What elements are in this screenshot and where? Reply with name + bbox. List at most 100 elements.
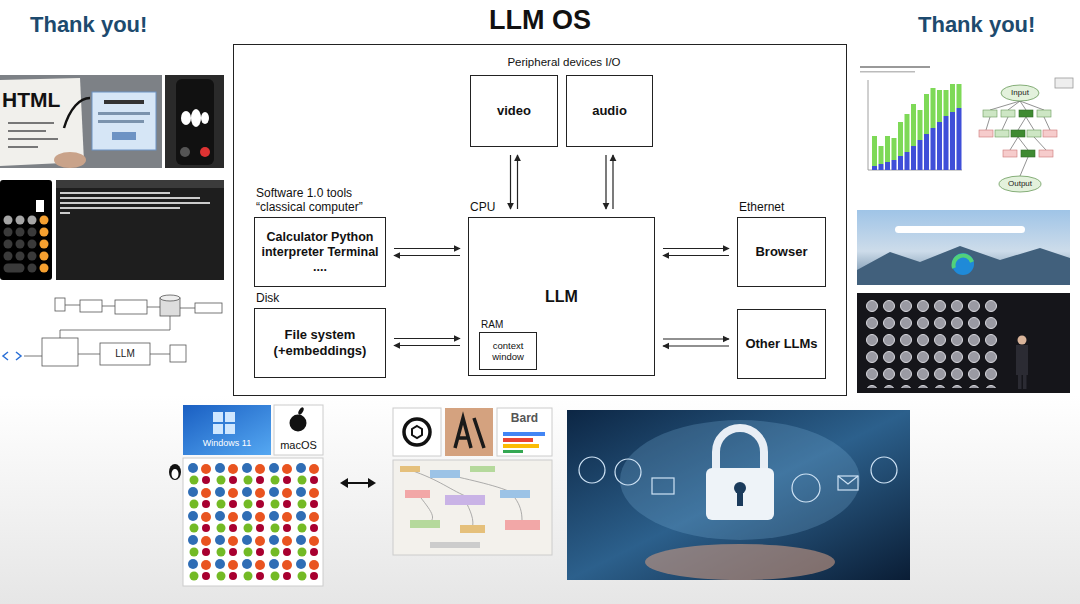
windows-logo-tile (225, 412, 235, 422)
benchmark-chart (950, 84, 955, 112)
edge-browser-screenshot (954, 256, 972, 268)
benchmark-chart (931, 128, 936, 170)
box-heading: Disk (256, 292, 386, 306)
box-heading: Software 1.0 tools “classical computer” (256, 187, 386, 215)
box-heading: RAM (481, 319, 537, 331)
llm-ecosystem-map (405, 490, 430, 498)
sketch-text: HTML (2, 88, 60, 112)
voice-app-photo (200, 147, 210, 157)
terminal-screenshot (56, 180, 224, 280)
windows-logo-tile (183, 405, 271, 455)
rag-diagram (100, 343, 150, 365)
benchmark-chart (892, 160, 897, 170)
calculator-photo (16, 240, 25, 249)
box-label: File system (+embeddings) (261, 327, 379, 358)
benchmark-chart (857, 62, 965, 178)
arrow-line (394, 248, 460, 249)
diagram-title: LLM OS (390, 5, 690, 36)
box-label: Other LLMs (745, 336, 817, 352)
benchmark-chart (860, 71, 915, 73)
benchmark-chart (924, 134, 929, 170)
memory-box: RAMcontext window (479, 332, 537, 370)
llm-ecosystem-map (393, 460, 552, 555)
edge-browser-screenshot (857, 210, 1070, 285)
macos-logo-tile (297, 407, 304, 416)
calculator-photo (40, 228, 49, 237)
security-photo (871, 457, 897, 483)
double-arrow-symbol (340, 478, 348, 488)
benchmark-chart (879, 164, 884, 170)
security-photo (737, 490, 743, 506)
terminal-screenshot (60, 207, 180, 209)
calculator-photo (4, 252, 13, 261)
calculator-photo (16, 228, 25, 237)
tree-of-thought-figure (1001, 110, 1015, 117)
gpt-store-photo (857, 293, 1070, 393)
linux-distro-grid (186, 461, 320, 583)
device-box: video (470, 75, 558, 147)
rag-diagram (195, 303, 222, 313)
calculator-photo (0, 180, 52, 280)
tree-of-thought-figure (979, 78, 1073, 192)
arrow-line (663, 345, 729, 346)
tree-of-thought-figure (1027, 130, 1041, 137)
rag-diagram (3, 352, 21, 360)
llm-ecosystem-map (400, 466, 420, 472)
calculator-photo (40, 240, 49, 249)
tree-of-thought-figure (1021, 150, 1035, 157)
macos-logo-tile (274, 405, 323, 455)
benchmark-chart (937, 122, 942, 170)
arrow-line (663, 255, 729, 256)
gpt-store-photo (864, 298, 1000, 388)
security-photo (838, 476, 858, 490)
benchmark-chart (957, 108, 962, 170)
logo-text: Windows 11 (183, 438, 271, 448)
box-label: audio (592, 103, 627, 119)
llm-ecosystem-map (430, 470, 460, 478)
llm-ecosystem-map (445, 495, 485, 505)
double-arrow (394, 339, 460, 346)
arrow-line (517, 155, 518, 209)
double-arrow-symbol (368, 478, 376, 488)
terminal-screenshot (60, 192, 170, 194)
linux-distro-grid (183, 458, 323, 586)
calculator-photo (4, 264, 25, 273)
bard-logo-tile (497, 408, 552, 456)
security-photo (620, 420, 860, 540)
logo-text: Bard (497, 412, 552, 426)
box-label: video (497, 103, 531, 119)
picture-text: Output (999, 179, 1041, 188)
tree-of-thought-figure (999, 176, 1041, 192)
double-arrow-symbol (346, 482, 370, 484)
windows-logo-tile (225, 424, 235, 434)
tree-of-thought-figure (1043, 130, 1057, 137)
benchmark-chart (950, 112, 955, 170)
html-sketch-photo (8, 138, 58, 140)
double-arrow (606, 155, 613, 209)
windows-logo-tile (213, 424, 223, 434)
rag-diagram (160, 295, 180, 301)
terminal-screenshot (56, 180, 224, 280)
benchmark-chart (957, 84, 962, 108)
bard-logo-tile (497, 408, 552, 456)
bard-logo-tile (503, 450, 523, 453)
tools-box: Software 1.0 tools “classical computer”C… (254, 217, 386, 287)
windows-logo-tile (213, 412, 223, 422)
anthropic-logo-tile (455, 418, 484, 448)
box-heading: CPU (470, 201, 655, 215)
arrow-line (605, 155, 606, 209)
rag-diagram (170, 345, 186, 362)
benchmark-chart (924, 94, 929, 134)
calculator-photo (40, 216, 49, 225)
security-photo (615, 459, 641, 485)
network-box: EthernetBrowser (737, 217, 826, 287)
html-sketch-photo (98, 112, 150, 115)
gpt-store-photo (1018, 336, 1027, 345)
box-label: context window (486, 340, 530, 363)
benchmark-chart (868, 80, 962, 170)
rag-diagram (55, 298, 65, 311)
device-box: audio (566, 75, 653, 147)
arrow-line (663, 248, 729, 249)
benchmark-chart (898, 156, 903, 170)
